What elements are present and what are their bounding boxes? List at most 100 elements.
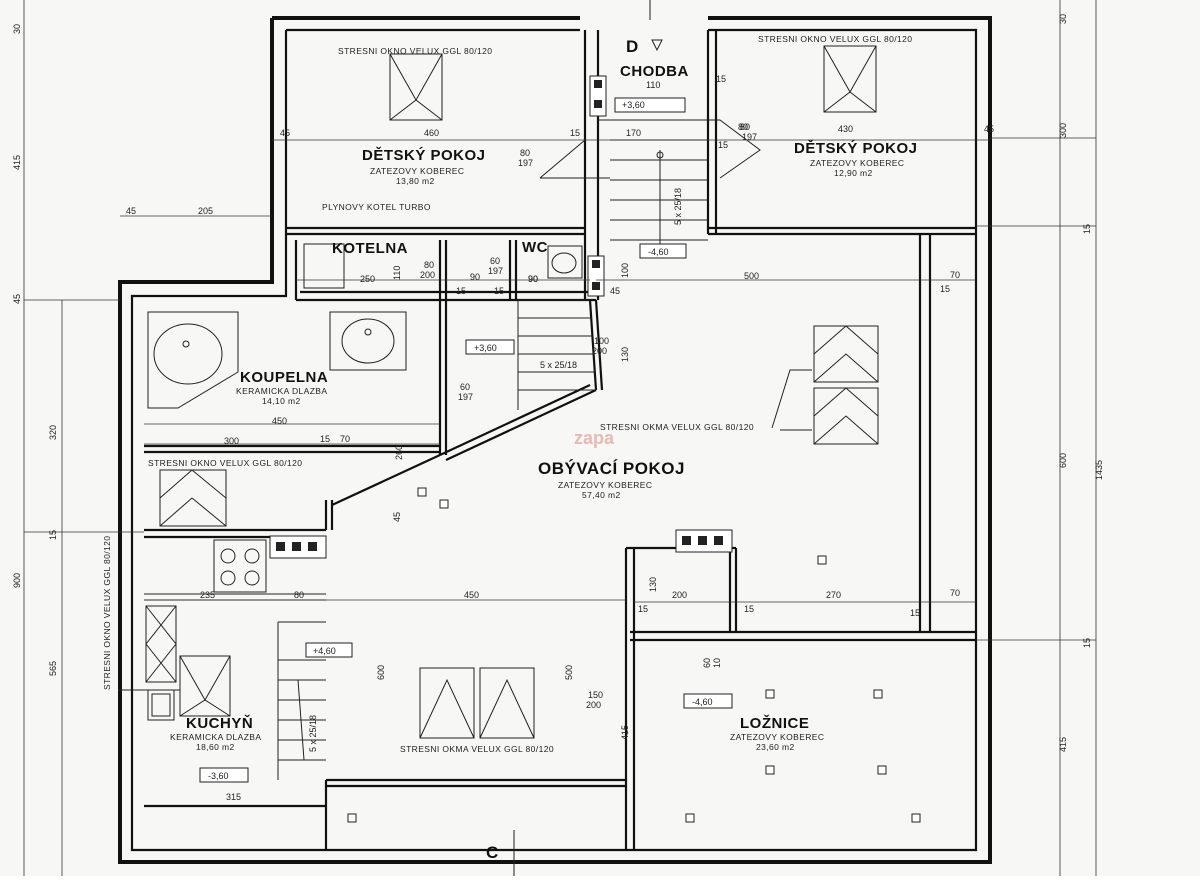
dim-235: 235: [200, 590, 215, 600]
obyvaci-window: STRESNI OKMA VELUX GGL 80/120: [600, 422, 754, 432]
dim-110: 110: [392, 266, 402, 280]
dim-left-1: 415: [12, 155, 22, 170]
dim-150-200a: 150: [588, 690, 603, 700]
level-stair-mid: +3,60: [474, 343, 497, 353]
obyvaci-width: 500: [744, 271, 759, 281]
detsky-right-name: DĚTSKÝ POKOJ: [794, 139, 918, 157]
loznice-level: -4,60: [692, 697, 713, 707]
toilet-icon: [547, 245, 583, 279]
kotelna-width: 250: [360, 274, 375, 284]
detsky-right-floor: ZATEZOVY KOBEREC: [810, 158, 904, 168]
stair-top-label: 5 x 25/18: [673, 188, 683, 225]
skylights: [118, 45, 879, 739]
loznice-area: 23,60 m2: [756, 742, 795, 752]
dim-15h: 15: [744, 604, 754, 614]
watermark-logo: zapa: [574, 428, 615, 448]
dim-70c: 70: [950, 588, 960, 598]
dim-500b: 500: [564, 665, 574, 680]
dim-right-3: 600: [1058, 453, 1068, 468]
stair-kitchen-label: 5 x 25/18: [308, 715, 318, 752]
dim-left-6: 565: [48, 661, 58, 676]
section-c-label: C: [486, 843, 499, 862]
dim-top-3: 170: [626, 128, 641, 138]
loznice-floor: ZATEZOVY KOBEREC: [730, 732, 824, 742]
dim-130: 130: [620, 347, 630, 362]
dim-top-0: 45: [280, 128, 290, 138]
dim-45c: 45: [392, 512, 402, 522]
dim-80-197b: 197: [518, 158, 533, 168]
dim-top-1: 460: [424, 128, 439, 138]
dimension-lines: [23, 0, 1097, 876]
kotelna-note: PLYNOVY KOTEL TURBO: [322, 202, 431, 212]
chodba-name: CHODBA: [620, 63, 689, 80]
dim-left-2: 45: [12, 294, 22, 304]
dim-100-200b: 200: [592, 346, 607, 356]
detsky-left-floor: ZATEZOVY KOBEREC: [370, 166, 464, 176]
skylight-icon: [823, 45, 877, 113]
kotelna-name: KOTELNA: [332, 240, 408, 257]
dim-top-4: 80: [738, 122, 748, 132]
dim-right-0: 30: [1058, 14, 1068, 24]
stove-icon: [213, 539, 267, 593]
dim-205: 205: [198, 206, 213, 216]
dimension-numbers: 45 460 15 170 80 430 45 15 15 80 197 80 …: [12, 14, 1104, 802]
loznice-name: LOŽNICE: [740, 714, 809, 732]
dim-150-200b: 200: [586, 700, 601, 710]
dim-60c: 60: [702, 658, 712, 668]
dim-right-5: 15: [1082, 638, 1092, 648]
level-stair-top: -4,60: [648, 247, 669, 257]
dim-45b: 45: [610, 286, 620, 296]
dim-left-3: 320: [48, 425, 58, 440]
obyvaci-name: OBÝVACÍ POKOJ: [538, 459, 685, 478]
stair-mid-label: 5 x 25/18: [540, 360, 577, 370]
kuchyn-level: -3,60: [208, 771, 229, 781]
chodba-dim: 110: [646, 80, 660, 90]
level-kitchen-stair: +4,60: [313, 646, 336, 656]
obyvaci-floor: ZATEZOVY KOBEREC: [558, 480, 652, 490]
ceiling-outlet-icons: [347, 487, 921, 823]
dim-top-5: 430: [838, 124, 853, 134]
dim-197: 197: [742, 132, 757, 142]
detsky-right-window: STRESNI OKNO VELUX GGL 80/120: [758, 34, 912, 44]
dim-15e: 15: [940, 284, 950, 294]
skylight-icon: [389, 53, 443, 121]
dim-15i: 15: [910, 608, 920, 618]
dim-260: 260: [394, 445, 404, 460]
outer-walls: [118, 16, 992, 864]
skylight-icon: [179, 655, 231, 717]
dim-80-200b: 200: [420, 270, 435, 280]
section-d-label: D: [626, 37, 639, 56]
stairs-kitchen: +4,60 5 x 25/18: [277, 621, 353, 780]
fixtures: [144, 75, 733, 721]
dim-70: 70: [950, 270, 960, 280]
dim-200: 200: [672, 590, 687, 600]
window-living-bottom: STRESNI OKMA VELUX GGL 80/120: [400, 744, 554, 754]
dim-45: 45: [126, 206, 136, 216]
skylight-icon: [813, 325, 879, 445]
dim-80-200a: 80: [424, 260, 434, 270]
koupelna-floor: KERAMICKA DLAZBA: [236, 386, 327, 396]
dim-10: 10: [712, 658, 722, 668]
dim-450b: 450: [464, 590, 479, 600]
dim-15f: 15: [320, 434, 330, 444]
dim-15g: 15: [638, 604, 648, 614]
obyvaci-area: 57,40 m2: [582, 490, 621, 500]
level-corridor: +3,60: [622, 100, 645, 110]
stairs-middle: +3,60 5 x 25/18: [465, 299, 596, 410]
wc-width: 90: [528, 274, 538, 284]
dim-100-200a: 100: [594, 336, 609, 346]
dim-60-197b: 197: [488, 266, 503, 276]
dim-70b: 70: [340, 434, 350, 444]
koupelna-name: KOUPELNA: [240, 369, 328, 386]
detsky-left-area: 13,80 m2: [396, 176, 435, 186]
section-markers: D C: [486, 0, 663, 876]
dim-600: 600: [376, 665, 386, 680]
dim-right-6: 415: [1058, 737, 1068, 752]
skylight-icon: [419, 667, 535, 739]
vent-icons: [269, 75, 733, 559]
dim-right-4: 1435: [1094, 460, 1104, 480]
dim-15a: 15: [716, 74, 726, 84]
kuchyn-name: KUCHYŇ: [186, 714, 253, 732]
dim-top-6: 45: [984, 124, 994, 134]
